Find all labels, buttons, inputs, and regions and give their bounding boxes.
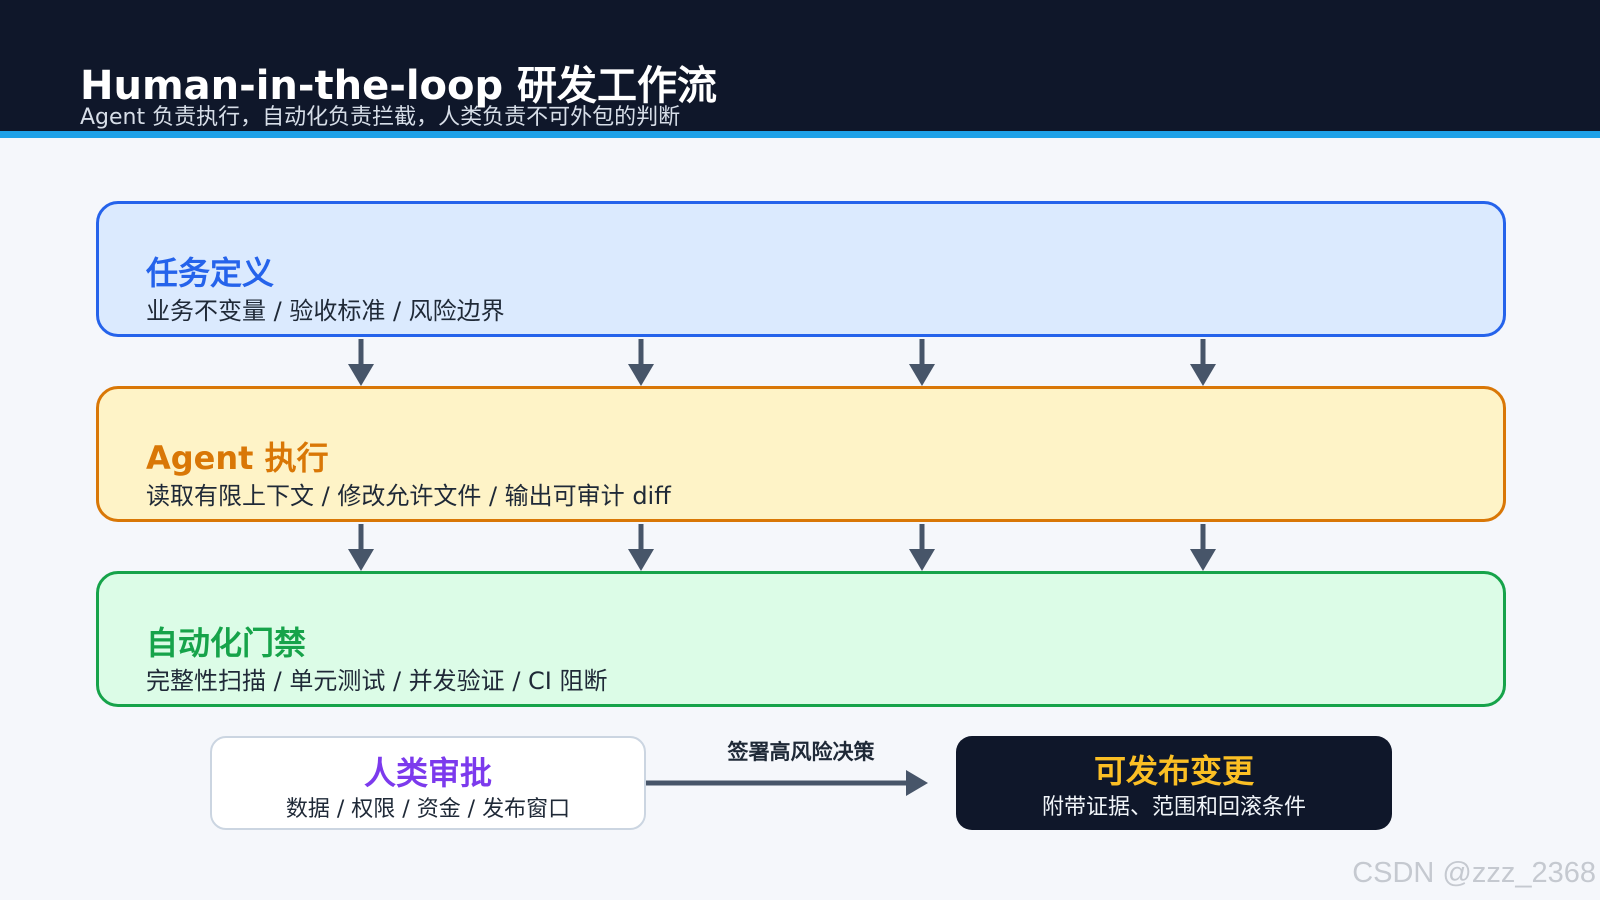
arrow-head bbox=[348, 549, 374, 571]
stage-automated-gate: 自动化门禁 完整性扫描 / 单元测试 / 并发验证 / CI 阻断 bbox=[96, 571, 1506, 707]
release-node: 可发布变更 附带证据、范围和回滚条件 bbox=[956, 736, 1392, 830]
stage-title: 自动化门禁 bbox=[146, 624, 307, 662]
arrow-head bbox=[348, 364, 374, 386]
page-subtitle: Agent 负责执行，自动化负责拦截，人类负责不可外包的判断 bbox=[80, 105, 681, 130]
header-accent-rule bbox=[0, 131, 1600, 138]
stage-title: 任务定义 bbox=[146, 254, 275, 292]
release-description: 附带证据、范围和回滚条件 bbox=[1041, 795, 1306, 820]
watermark: CSDN @zzz_2368 bbox=[1352, 857, 1596, 889]
arrows-stage1-to-stage2 bbox=[348, 339, 1216, 386]
arrow-head bbox=[1190, 549, 1216, 571]
release-title: 可发布变更 bbox=[1093, 752, 1254, 790]
arrow-approval-to-release bbox=[646, 770, 928, 796]
approval-description: 数据 / 权限 / 资金 / 发布窗口 bbox=[285, 797, 571, 822]
arrows-stage2-to-stage3 bbox=[348, 524, 1216, 571]
arrow-head bbox=[909, 549, 935, 571]
human-approval-node: 人类审批 数据 / 权限 / 资金 / 发布窗口 bbox=[210, 736, 646, 830]
stage-description: 完整性扫描 / 单元测试 / 并发验证 / CI 阻断 bbox=[146, 667, 608, 695]
stage-agent-execution: Agent 执行 读取有限上下文 / 修改允许文件 / 输出可审计 diff bbox=[96, 386, 1506, 522]
header-bar bbox=[0, 0, 1600, 133]
arrow-head bbox=[906, 770, 928, 796]
edge-label: 签署高风险决策 bbox=[727, 740, 875, 764]
stage-title: Agent 执行 bbox=[146, 439, 329, 477]
stage-description: 读取有限上下文 / 修改允许文件 / 输出可审计 diff bbox=[146, 482, 671, 510]
arrow-head bbox=[909, 364, 935, 386]
page-title: Human-in-the-loop 研发工作流 bbox=[80, 63, 718, 109]
arrow-head bbox=[628, 364, 654, 386]
arrow-head bbox=[628, 549, 654, 571]
arrow-head bbox=[1190, 364, 1216, 386]
stage-task-definition: 任务定义 业务不变量 / 验收标准 / 风险边界 bbox=[96, 201, 1506, 337]
stage-description: 业务不变量 / 验收标准 / 风险边界 bbox=[146, 297, 505, 325]
approval-title: 人类审批 bbox=[363, 754, 492, 792]
